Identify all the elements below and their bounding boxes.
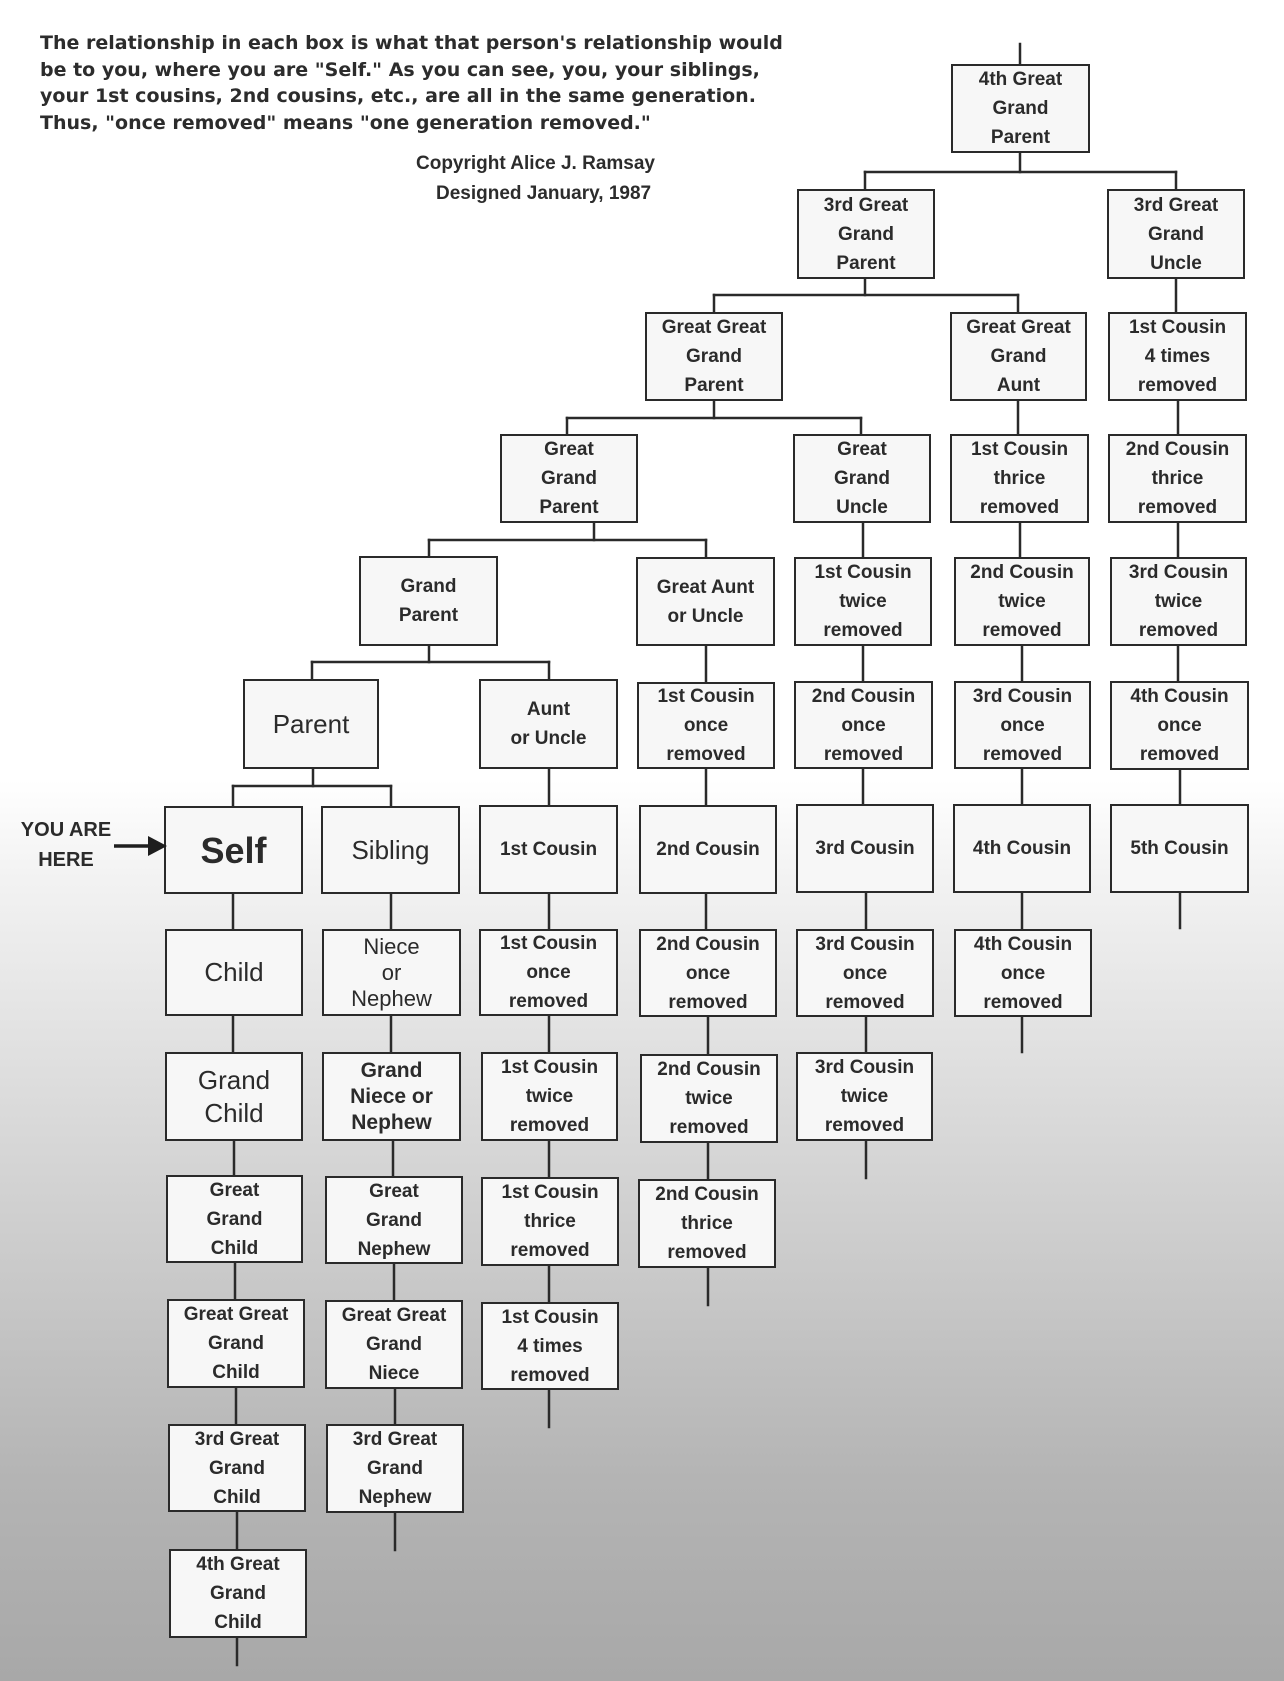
box-1st-cousin-4x-removed-up: 1st Cousin 4 times removed [1108,312,1247,401]
box-3rd-cousin-twice-removed-down: 3rd Cousin twice removed [796,1052,933,1141]
box-great-great-grandniece: Great Great Grand Niece [325,1300,463,1389]
box-1st-cousin: 1st Cousin [479,805,618,894]
box-4th-cousin-once-removed-down: 4th Cousin once removed [954,929,1092,1017]
box-3rd-great-grandparent: 3rd Great Grand Parent [797,189,935,279]
box-3rd-great-granduncle: 3rd Great Grand Uncle [1107,189,1245,279]
box-grand-niece-or-nephew: Grand Niece or Nephew [322,1052,461,1141]
you-are-here-label: YOU ARE HERE [20,819,112,871]
box-great-grandnephew: Great Grand Nephew [325,1176,463,1264]
box-2nd-cousin-twice-removed-down: 2nd Cousin twice removed [640,1054,778,1143]
you-are-here-arrow-icon [114,836,167,856]
box-aunt-or-uncle: Aunt or Uncle [479,679,618,769]
box-grandchild: Grand Child [165,1052,303,1141]
box-grandparent: Grand Parent [359,556,498,646]
box-great-great-grandparent: Great Great Grand Parent [645,312,783,401]
copyright-line: Copyright Alice J. Ramsay [416,153,655,174]
box-4th-great-grandchild: 4th Great Grand Child [169,1549,307,1638]
box-great-great-grandaunt: Great Great Grand Aunt [950,312,1087,401]
box-2nd-cousin: 2nd Cousin [639,805,777,894]
box-4th-cousin-once-removed-up: 4th Cousin once removed [1110,681,1249,770]
box-1st-cousin-once-removed-up: 1st Cousin once removed [637,682,775,769]
box-2nd-cousin-once-removed-down: 2nd Cousin once removed [639,929,777,1017]
intro-text: The relationship in each box is what tha… [40,32,783,134]
box-2nd-cousin-thrice-removed-down: 2nd Cousin thrice removed [638,1179,776,1268]
box-4th-great-grandparent: 4th Great Grand Parent [951,64,1090,153]
box-3rd-cousin: 3rd Cousin [796,804,934,893]
box-1st-cousin-twice-removed-up: 1st Cousin twice removed [794,557,932,646]
box-great-aunt-or-uncle: Great Aunt or Uncle [636,557,775,646]
box-self: Self [164,806,303,894]
box-1st-cousin-once-removed-down: 1st Cousin once removed [479,929,618,1016]
box-child: Child [165,929,303,1016]
box-2nd-cousin-thrice-removed-up: 2nd Cousin thrice removed [1108,434,1247,523]
box-niece-or-nephew: Niece or Nephew [322,929,461,1016]
designed-date-line: Designed January, 1987 [436,183,652,204]
box-3rd-great-grandchild: 3rd Great Grand Child [168,1424,306,1512]
box-3rd-cousin-once-removed-up: 3rd Cousin once removed [954,681,1091,769]
box-parent: Parent [243,679,379,769]
box-1st-cousin-thrice-removed-up: 1st Cousin thrice removed [950,434,1089,523]
box-great-great-grandchild: Great Great Grand Child [167,1299,305,1388]
box-2nd-cousin-twice-removed-up: 2nd Cousin twice removed [954,557,1090,646]
box-2nd-cousin-once-removed-up: 2nd Cousin once removed [794,681,933,769]
box-1st-cousin-twice-removed-down: 1st Cousin twice removed [481,1052,618,1141]
box-sibling: Sibling [321,806,460,894]
box-great-grandchild: Great Grand Child [166,1175,303,1263]
box-4th-cousin: 4th Cousin [953,804,1091,893]
box-3rd-cousin-twice-removed-up: 3rd Cousin twice removed [1110,557,1247,646]
box-5th-cousin: 5th Cousin [1110,804,1249,893]
box-1st-cousin-thrice-removed-down: 1st Cousin thrice removed [481,1177,619,1266]
box-great-granduncle: Great Grand Uncle [793,434,931,523]
box-1st-cousin-4x-removed-down: 1st Cousin 4 times removed [481,1302,619,1390]
box-great-grandparent: Great Grand Parent [500,434,638,523]
box-3rd-great-grandnephew: 3rd Great Grand Nephew [326,1424,464,1513]
box-3rd-cousin-once-removed-down: 3rd Cousin once removed [796,929,934,1017]
